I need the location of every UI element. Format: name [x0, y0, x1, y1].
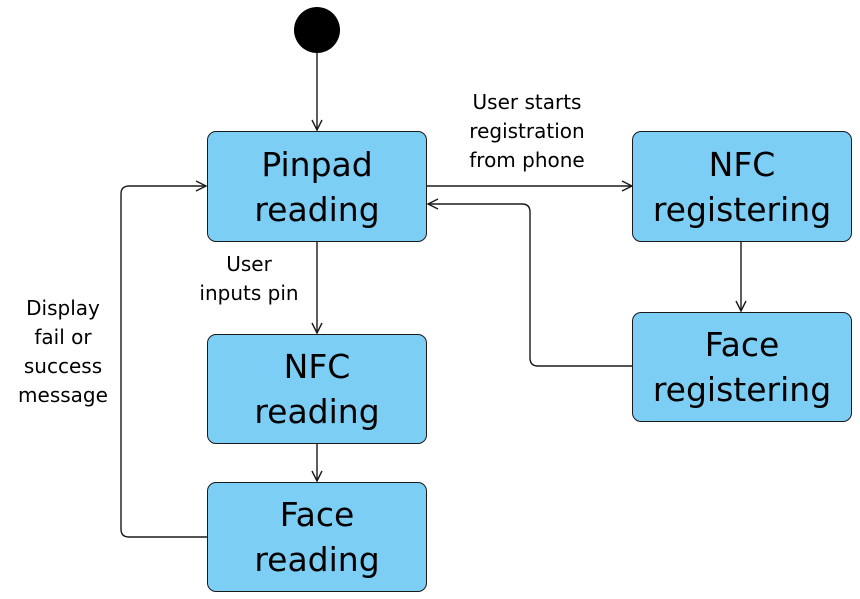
arrow-face-registering-to-pinpad — [428, 204, 632, 367]
state-pinpad-reading-line1: Pinpad — [261, 144, 373, 184]
state-face-registering: Face registering — [632, 312, 852, 422]
state-nfc-reading-line1: NFC — [283, 347, 351, 386]
state-nfc-registering-line1: NFC — [708, 144, 776, 184]
transition-label-display-message: Display fail or success message — [3, 294, 123, 410]
initial-node — [294, 7, 340, 53]
transition-label-display-message-line2: fail or — [34, 325, 92, 349]
state-pinpad-reading-line2: reading — [254, 189, 380, 229]
state-pinpad-reading: Pinpad reading — [207, 131, 427, 242]
transition-label-start-registration-line2: registration — [469, 119, 585, 143]
transition-label-display-message-line3: success — [23, 354, 103, 378]
transition-label-start-registration-line3: from phone — [469, 148, 585, 172]
transition-label-display-message-line1: Display — [26, 296, 100, 320]
state-nfc-reading-line2: reading — [254, 392, 380, 431]
state-nfc-registering: NFC registering — [632, 131, 852, 242]
state-face-reading-line1: Face — [279, 495, 355, 534]
transition-label-start-registration: User starts registration from phone — [437, 88, 617, 175]
transition-label-start-registration-line1: User starts — [472, 90, 582, 114]
state-face-registering-line2: registering — [652, 370, 832, 409]
state-face-reading-line2: reading — [254, 540, 380, 579]
arrow-face-reading-to-pinpad — [120, 186, 207, 538]
state-face-reading: Face reading — [207, 482, 427, 592]
transition-label-inputs-pin-line1: User — [226, 252, 272, 276]
state-face-registering-line1: Face — [704, 325, 780, 364]
transition-label-inputs-pin-line2: inputs pin — [199, 281, 299, 305]
transition-label-display-message-line4: message — [18, 383, 108, 407]
state-nfc-reading: NFC reading — [207, 334, 427, 444]
state-nfc-registering-line2: registering — [652, 189, 832, 229]
transition-label-inputs-pin: User inputs pin — [184, 250, 314, 308]
